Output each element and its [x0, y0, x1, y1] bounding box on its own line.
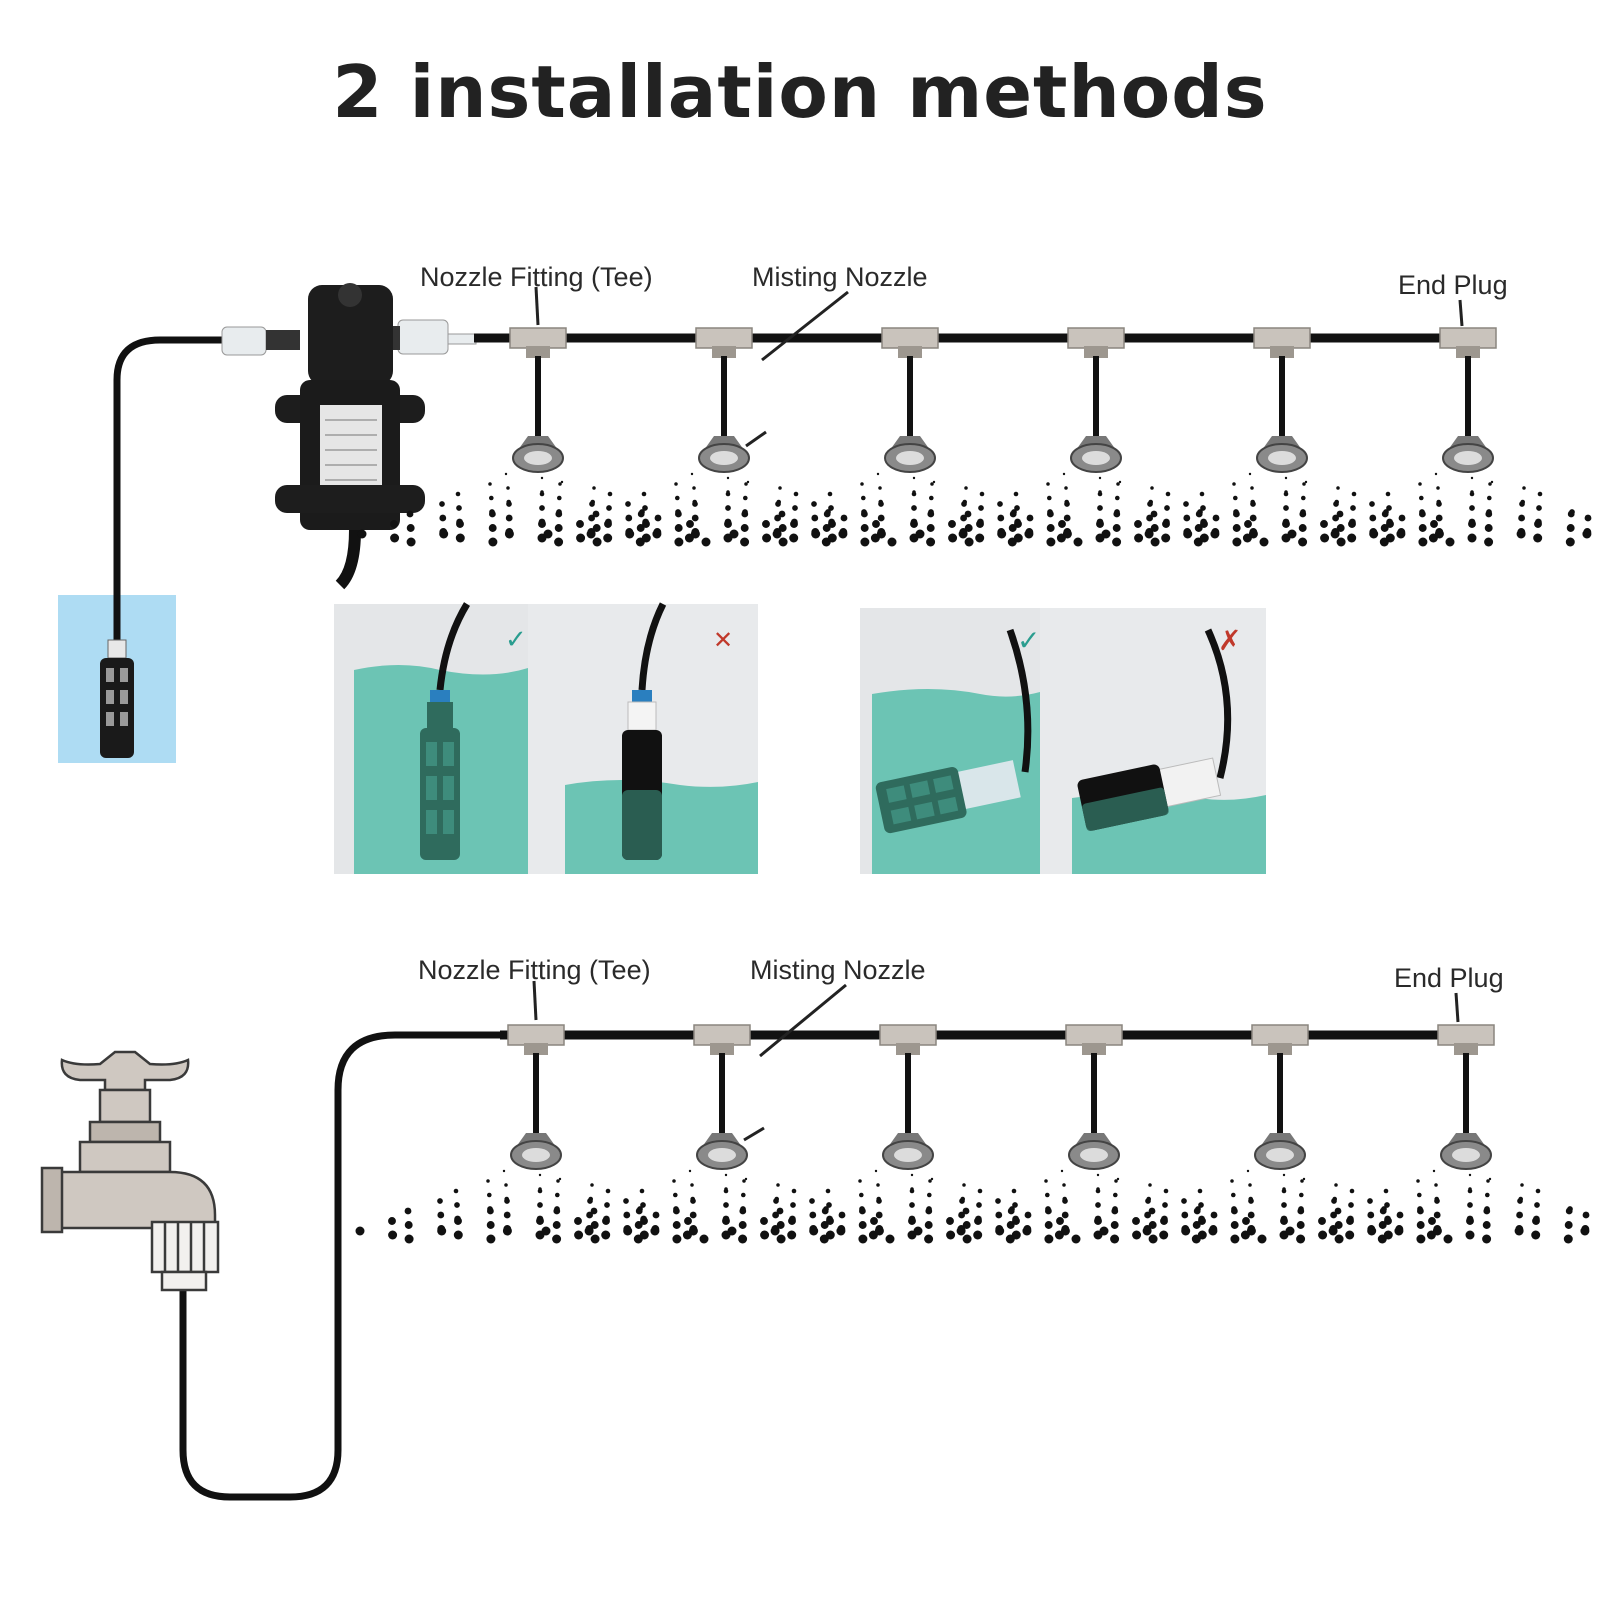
faucet [40, 1050, 220, 1292]
nozzle-assembly [543, 327, 897, 547]
spray-pattern [355, 1169, 709, 1244]
spray-pattern [1287, 472, 1592, 547]
filter-example-1 [334, 602, 528, 874]
spray-pattern [1101, 472, 1455, 547]
nozzle-assembly [1285, 1024, 1590, 1244]
nozzle-assembly [727, 1024, 1081, 1244]
nozzle-callout-1b [745, 430, 767, 448]
nozzle-row-1 [357, 327, 1592, 547]
spray-pattern [1285, 1169, 1590, 1244]
nozzle-assembly [729, 327, 1083, 547]
label-end-plug-2: End Plug [1394, 963, 1504, 993]
check-mark-1: ✓ [505, 625, 527, 655]
label-misting-nozzle-2: Misting Nozzle [750, 955, 926, 985]
nozzle-assembly [1287, 327, 1592, 547]
nozzle-assembly [541, 1024, 895, 1244]
spray-pattern [543, 472, 897, 547]
nozzle-row-2 [355, 1024, 1590, 1244]
filter-examples: ✓ ✕ ✓ [334, 602, 1266, 874]
intake-filter [100, 639, 134, 758]
label-end-plug-1: End Plug [1398, 270, 1508, 300]
nozzle-assembly [1099, 1024, 1453, 1244]
spray-pattern [1099, 1169, 1453, 1244]
plug-callout-2 [1454, 992, 1460, 1023]
fitting-callout-2 [532, 980, 538, 1021]
intake-hose [113, 336, 225, 650]
water-pump [221, 283, 477, 590]
spray-pattern [915, 472, 1269, 547]
cross-mark-2: ✗ [1218, 624, 1241, 657]
method-2 [40, 980, 1590, 1501]
label-misting-nozzle-1: Misting Nozzle [752, 262, 928, 292]
nozzle-assembly [915, 327, 1269, 547]
nozzle-callout-2b [743, 1126, 765, 1142]
cross-mark-1: ✕ [713, 626, 733, 654]
nozzle-callout-1a [761, 290, 849, 362]
spray-pattern [727, 1169, 1081, 1244]
nozzle-assembly [357, 327, 711, 547]
filter-example-2 [528, 602, 758, 874]
filter-example-3 [860, 608, 1040, 874]
spray-pattern [357, 472, 711, 547]
spray-pattern [541, 1169, 895, 1244]
plug-callout-1 [1458, 299, 1464, 327]
method-1 [58, 283, 1592, 763]
fitting-callout-1 [534, 286, 540, 326]
spray-pattern [913, 1169, 1267, 1244]
spray-pattern [729, 472, 1083, 547]
nozzle-assembly [1101, 327, 1455, 547]
nozzle-assembly [355, 1024, 709, 1244]
nozzle-assembly [913, 1024, 1267, 1244]
label-nozzle-fitting-2: Nozzle Fitting (Tee) [418, 955, 651, 985]
page-title: 2 installation methods [332, 50, 1268, 134]
nozzle-callout-2a [759, 983, 847, 1058]
check-mark-2: ✓ [1017, 624, 1040, 657]
filter-example-4 [1040, 608, 1266, 874]
supply-hose [179, 1031, 505, 1501]
